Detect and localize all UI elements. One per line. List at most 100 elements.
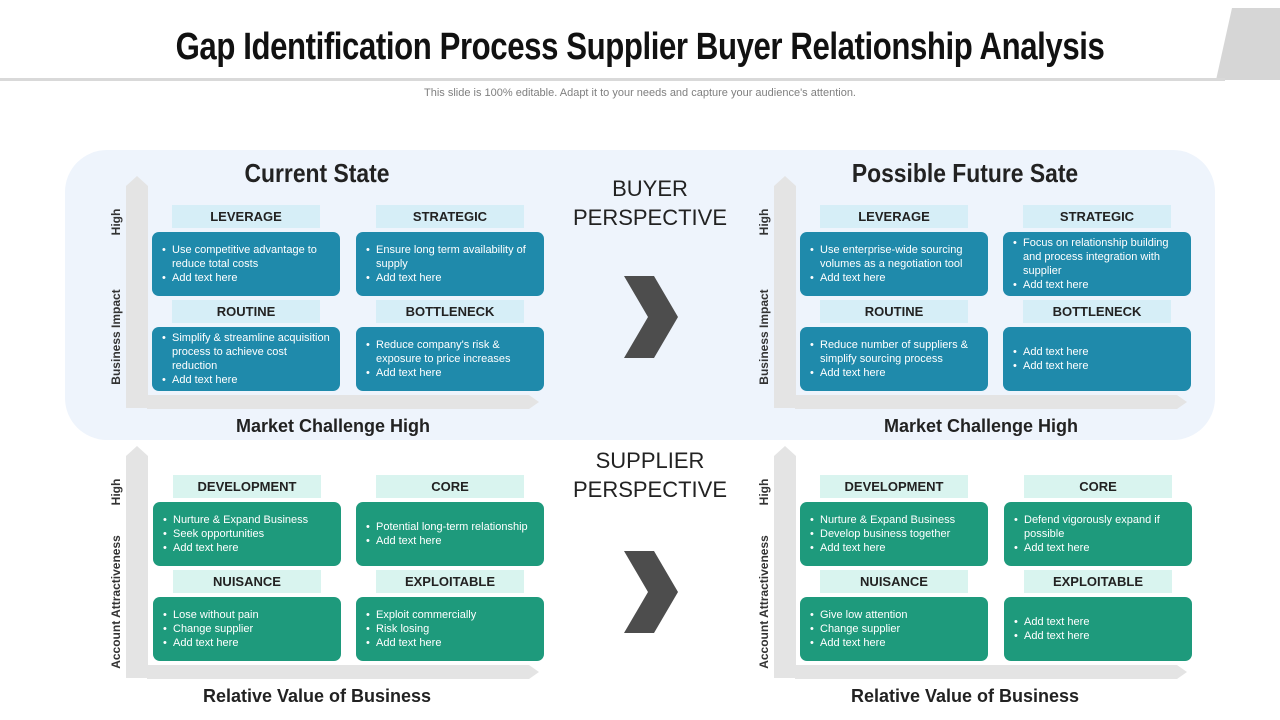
buyer-future-state-matrix: Possible Future Sate High Business Impac… bbox=[757, 150, 1215, 445]
bullet-item: Add text here bbox=[366, 271, 534, 285]
y-axis-arrow bbox=[126, 446, 148, 678]
cell-box: Exploit commercially Risk losing Add tex… bbox=[356, 597, 544, 661]
cell-label: LEVERAGE bbox=[820, 205, 968, 228]
x-axis-arrow bbox=[795, 665, 1187, 679]
bullet-item: Use competitive advantage to reduce tota… bbox=[162, 243, 330, 271]
y-axis-arrow bbox=[774, 446, 796, 678]
cell-box: Defend vigorously expand if possible Add… bbox=[1004, 502, 1192, 566]
cell-box: Reduce number of suppliers & simplify so… bbox=[800, 327, 988, 391]
bullet-item: Add text here bbox=[1014, 541, 1182, 555]
supplier-future-state-matrix: High Account Attractiveness Relative Val… bbox=[757, 420, 1215, 715]
cell-label: STRATEGIC bbox=[1023, 205, 1171, 228]
cell-box: Add text here Add text here bbox=[1004, 597, 1192, 661]
bullet-item: Add text here bbox=[810, 541, 978, 555]
cell-box: Reduce company's risk & exposure to pric… bbox=[356, 327, 544, 391]
x-axis-arrow bbox=[147, 665, 539, 679]
bullet-item: Add text here bbox=[1014, 615, 1182, 629]
bullet-item: Risk losing bbox=[366, 622, 534, 636]
bullet-item: Add text here bbox=[810, 271, 978, 285]
bullet-item: Add text here bbox=[1013, 278, 1181, 292]
bullet-item: Add text here bbox=[366, 636, 534, 650]
cell-label: BOTTLENECK bbox=[376, 300, 524, 323]
cell-label: NUISANCE bbox=[173, 570, 321, 593]
cell-box: Lose without pain Change supplier Add te… bbox=[153, 597, 341, 661]
bullet-item: Lose without pain bbox=[163, 608, 331, 622]
bullet-item: Simplify & streamline acquisition proces… bbox=[162, 331, 330, 373]
y-axis-arrow bbox=[126, 176, 148, 408]
bullet-item: Develop business together bbox=[810, 527, 978, 541]
cell-box: Use enterprise-wide sourcing volumes as … bbox=[800, 232, 988, 296]
cell-label: EXPLOITABLE bbox=[1024, 570, 1172, 593]
cell-label: ROUTINE bbox=[172, 300, 320, 323]
cell-box: Add text here Add text here bbox=[1003, 327, 1191, 391]
x-axis-label: Market Challenge High bbox=[883, 416, 1079, 436]
cell-box: Use competitive advantage to reduce tota… bbox=[152, 232, 340, 296]
cell-box: Ensure long term availability of supply … bbox=[356, 232, 544, 296]
bullet-item: Add text here bbox=[810, 636, 978, 650]
y-axis-label-text: Account Attractiveness bbox=[109, 535, 123, 669]
supplier-chevron-arrow-icon bbox=[624, 551, 678, 633]
bullet-item: Add text here bbox=[1014, 629, 1182, 643]
quadrant-heading: Current State bbox=[244, 158, 390, 188]
y-axis-high-text: High bbox=[109, 478, 123, 506]
bullet-item: Give low attention bbox=[810, 608, 978, 622]
bullet-item: Add text here bbox=[163, 636, 331, 650]
x-axis-label: Relative Value of Business bbox=[202, 686, 432, 706]
page-subtitle: This slide is 100% editable. Adapt it to… bbox=[424, 87, 856, 99]
x-axis-arrow bbox=[795, 395, 1187, 409]
bullet-item: Add text here bbox=[162, 271, 330, 285]
y-axis-high-text: High bbox=[109, 208, 123, 236]
x-axis-label: Relative Value of Business bbox=[850, 686, 1080, 706]
bullet-item: Add text here bbox=[162, 373, 330, 387]
cell-label: STRATEGIC bbox=[376, 205, 524, 228]
cell-label: ROUTINE bbox=[820, 300, 968, 323]
supplier-perspective-label: SUPPLIER PERSPECTIVE bbox=[560, 446, 740, 504]
buyer-perspective-label: BUYER PERSPECTIVE bbox=[572, 176, 728, 230]
bullet-item: Nurture & Expand Business bbox=[163, 513, 331, 527]
cell-label: DEVELOPMENT bbox=[820, 475, 968, 498]
cell-box: Potential long-term relationship Add tex… bbox=[356, 502, 544, 566]
buyer-chevron-arrow-icon bbox=[624, 276, 678, 358]
cell-label: CORE bbox=[1024, 475, 1172, 498]
bullet-item: Add text here bbox=[366, 366, 534, 380]
bullet-item: Nurture & Expand Business bbox=[810, 513, 978, 527]
bullet-item: Add text here bbox=[1013, 345, 1181, 359]
bullet-item: Exploit commercially bbox=[366, 608, 534, 622]
y-axis-label-text: Business Impact bbox=[757, 289, 771, 385]
bullet-item: Add text here bbox=[810, 366, 978, 380]
cell-box: Focus on relationship building and proce… bbox=[1003, 232, 1191, 296]
bullet-item: Potential long-term relationship bbox=[366, 520, 534, 534]
cell-label: DEVELOPMENT bbox=[173, 475, 321, 498]
quadrant-heading: Possible Future Sate bbox=[851, 158, 1079, 188]
bullet-item: Defend vigorously expand if possible bbox=[1014, 513, 1182, 541]
cell-label: LEVERAGE bbox=[172, 205, 320, 228]
cell-box: Nurture & Expand Business Seek opportuni… bbox=[153, 502, 341, 566]
bullet-item: Add text here bbox=[366, 534, 534, 548]
buyer-current-state-matrix: Current State High Business Impact Marke… bbox=[109, 150, 567, 445]
cell-label: CORE bbox=[376, 475, 524, 498]
cell-label: BOTTLENECK bbox=[1023, 300, 1171, 323]
y-axis-high-text: High bbox=[757, 208, 771, 236]
cell-label: NUISANCE bbox=[820, 570, 968, 593]
y-axis-label-text: Business Impact bbox=[109, 289, 123, 385]
y-axis-high-text: High bbox=[757, 478, 771, 506]
cell-label: EXPLOITABLE bbox=[376, 570, 524, 593]
bullet-item: Reduce number of suppliers & simplify so… bbox=[810, 338, 978, 366]
bullet-item: Use enterprise-wide sourcing volumes as … bbox=[810, 243, 978, 271]
supplier-current-state-matrix: High Account Attractiveness Relative Val… bbox=[109, 420, 567, 715]
supplier-perspective-line-2: PERSPECTIVE bbox=[572, 477, 728, 502]
x-axis-arrow bbox=[147, 395, 539, 409]
y-axis-arrow bbox=[774, 176, 796, 408]
bullet-item: Focus on relationship building and proce… bbox=[1013, 236, 1181, 278]
x-axis-label: Market Challenge High bbox=[235, 416, 431, 436]
y-axis-label-text: Account Attractiveness bbox=[757, 535, 771, 669]
bullet-item: Change supplier bbox=[163, 622, 331, 636]
corner-decoration bbox=[1216, 8, 1280, 80]
bullet-item: Ensure long term availability of supply bbox=[366, 243, 534, 271]
bullet-item: Reduce company's risk & exposure to pric… bbox=[366, 338, 534, 366]
title-underline bbox=[0, 78, 1225, 81]
cell-box: Simplify & streamline acquisition proces… bbox=[152, 327, 340, 391]
supplier-perspective-line-1: SUPPLIER bbox=[595, 448, 705, 473]
bullet-item: Add text here bbox=[1013, 359, 1181, 373]
bullet-item: Change supplier bbox=[810, 622, 978, 636]
